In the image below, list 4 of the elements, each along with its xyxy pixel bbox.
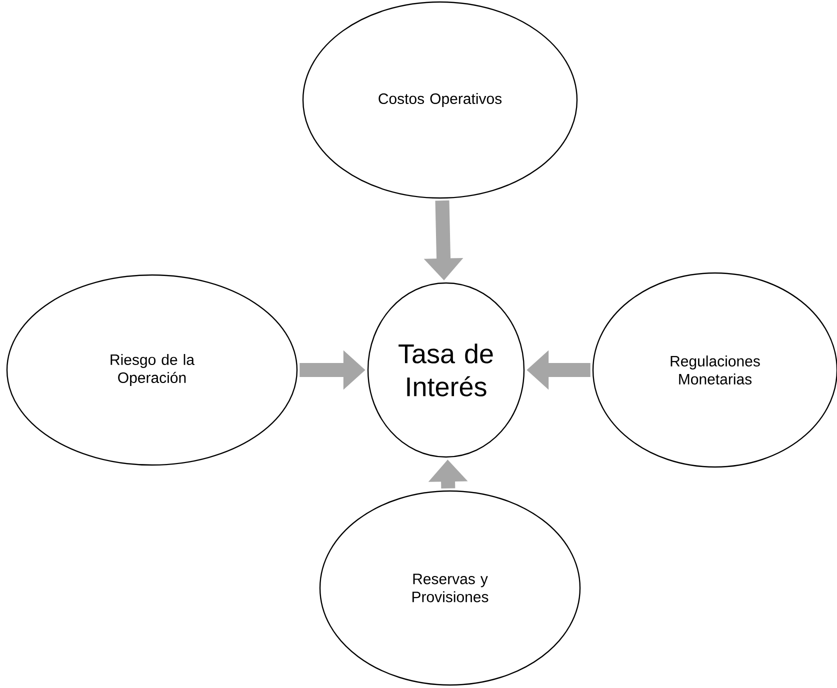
ellipse-node: Tasa de Interés	[367, 282, 525, 458]
ellipse-node: Costos Operativos	[302, 1, 578, 199]
ellipse-node: Reservas y Provisiones	[319, 490, 581, 686]
ellipse-node: Riesgo de la Operación	[6, 274, 298, 466]
